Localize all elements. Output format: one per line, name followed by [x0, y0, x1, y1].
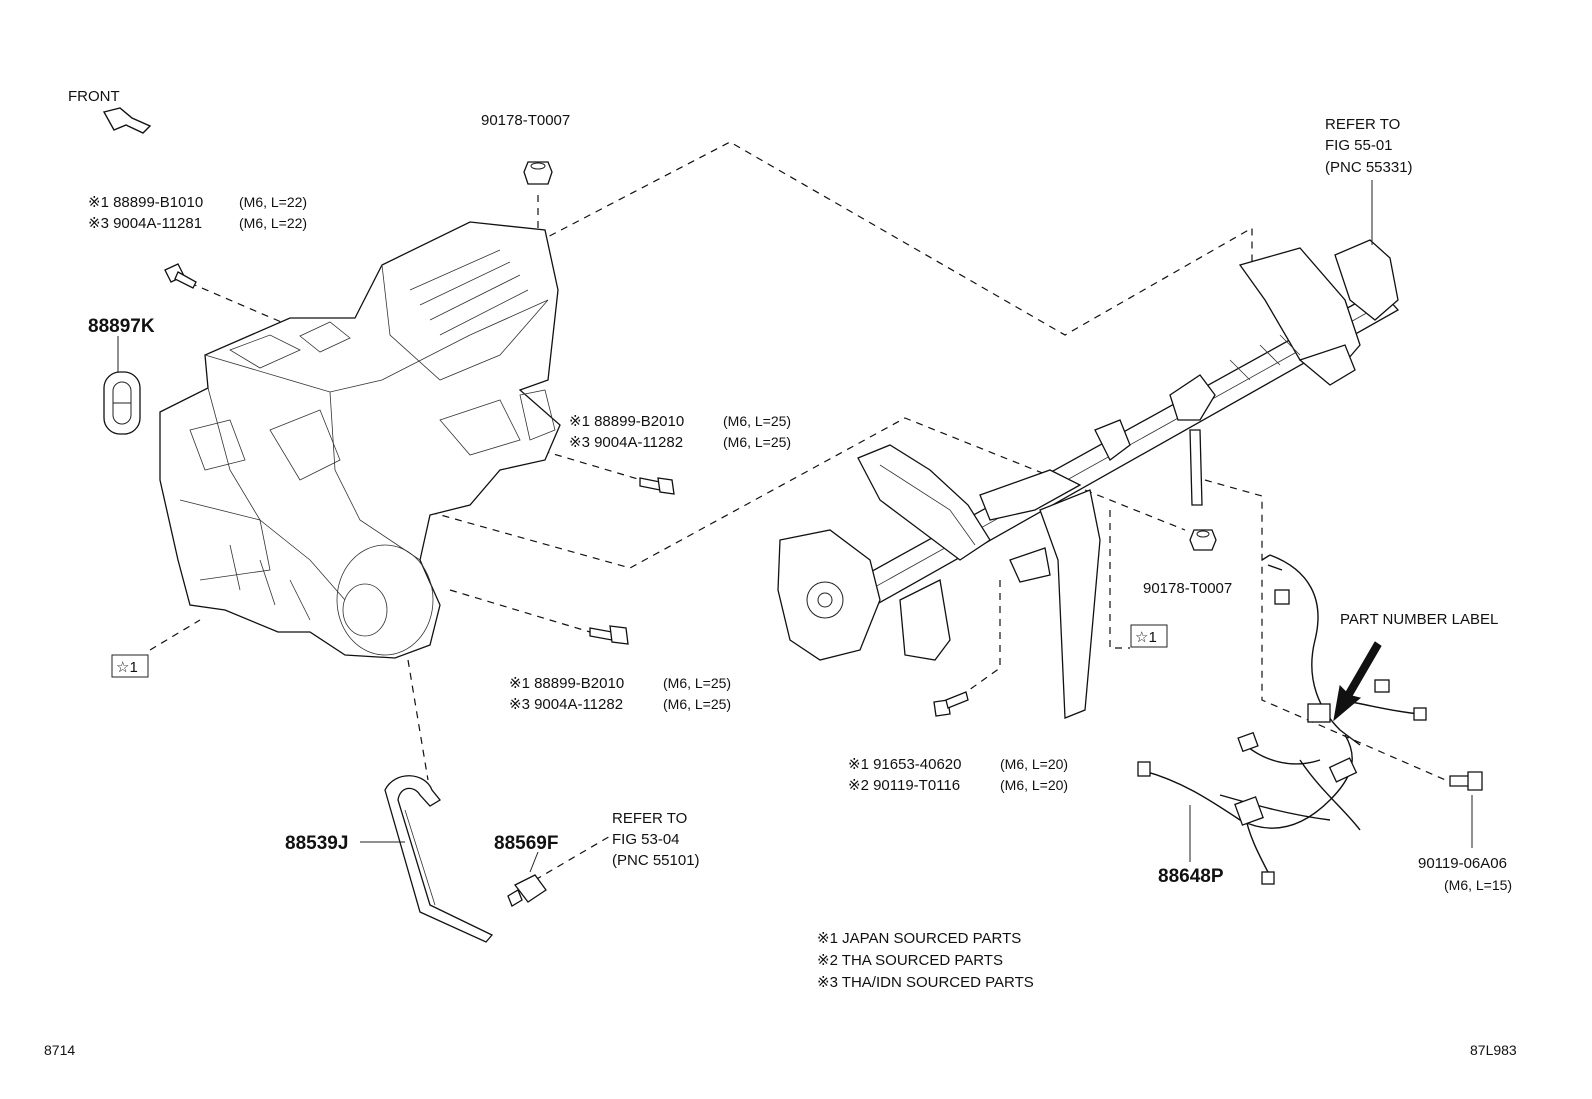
- bolt-low-a-label: ※1 88899-B2010: [509, 675, 624, 692]
- front-indicator: FRONT: [68, 88, 152, 134]
- bolt-left-icon: [164, 263, 197, 289]
- bolt-left-a-label: ※1 88899-B1010: [88, 194, 203, 211]
- bolt-bottom-b-spec: (M6, L=20): [1000, 777, 1068, 793]
- star-marker-left: ☆1: [111, 654, 149, 678]
- bolt-right-label: 90119-06A06: [1418, 855, 1507, 872]
- nut-top-icon: [523, 161, 553, 185]
- bolt-left-a-spec: (M6, L=22): [239, 194, 307, 210]
- bolt-bottom-a-label: ※1 91653-40620: [848, 756, 962, 773]
- bolt-mid-b-label: ※3 9004A-11282: [569, 434, 683, 451]
- bolt-mid-icon: [639, 477, 675, 495]
- hose-label: 88539J: [285, 833, 348, 854]
- wire-harness: [1137, 554, 1427, 885]
- nut-top-label: 90178-T0007: [481, 112, 570, 129]
- leader-lines: [149, 141, 1451, 881]
- bolt-bottom-b-label: ※2 90119-T0116: [848, 777, 960, 794]
- nut-right-label: 90178-T0007: [1143, 580, 1232, 597]
- solid-leaders: [117, 180, 1473, 873]
- grommet-part: [103, 371, 141, 435]
- part-number-label-tag: [1307, 703, 1331, 723]
- bolt-mid-a-label: ※1 88899-B2010: [569, 413, 684, 430]
- bolt-low-b-spec: (M6, L=25): [663, 696, 731, 712]
- svg-text:☆1: ☆1: [1135, 629, 1157, 646]
- ref-fig55-line1: REFER TO: [1325, 116, 1400, 133]
- part-number-label-text: PART NUMBER LABEL: [1340, 611, 1498, 628]
- ref-fig53-line2: FIG 53-04: [612, 831, 680, 848]
- footer-left-code: 8714: [44, 1042, 75, 1058]
- ref-fig53-line1: REFER TO: [612, 810, 687, 827]
- bolt-low-a-spec: (M6, L=25): [663, 675, 731, 691]
- bolt-left-b-label: ※3 9004A-11281: [88, 215, 202, 232]
- bolt-mid-a-spec: (M6, L=25): [723, 413, 791, 429]
- sourcing-notes: ※1 JAPAN SOURCED PARTS ※2 THA SOURCED PA…: [817, 930, 1034, 991]
- sensor-label: 88569F: [494, 833, 558, 854]
- hvac-unit: [159, 221, 561, 659]
- ref-fig55-line2: FIG 55-01: [1325, 137, 1393, 154]
- grommet-label: 88897K: [88, 316, 155, 337]
- front-label: FRONT: [68, 88, 120, 105]
- ref-fig53-line3: (PNC 55101): [612, 852, 700, 869]
- bolt-right-icon: [1449, 771, 1483, 791]
- instrument-panel-reinforcement: [777, 239, 1400, 719]
- star-marker-right: ☆1: [1130, 624, 1168, 648]
- harness-label: 88648P: [1158, 866, 1224, 887]
- svg-text:☆1: ☆1: [116, 659, 138, 676]
- nut-right-icon: [1189, 529, 1217, 551]
- bolt-low-b-label: ※3 9004A-11282: [509, 696, 623, 713]
- hose-part: [384, 775, 494, 943]
- callout-labels: 90178-T0007 ※1 88899-B1010 (M6, L=22) ※3…: [88, 112, 1512, 893]
- label-arrow-icon: [1333, 641, 1382, 722]
- note-3: ※3 THA/IDN SOURCED PARTS: [817, 974, 1034, 991]
- note-2: ※2 THA SOURCED PARTS: [817, 952, 1003, 969]
- bolt-bottom-icon: [933, 691, 969, 717]
- footer-right-code: 87L983: [1470, 1042, 1517, 1058]
- sensor-part: [507, 874, 547, 907]
- bolt-right-spec: (M6, L=15): [1444, 877, 1512, 893]
- note-1: ※1 JAPAN SOURCED PARTS: [817, 930, 1021, 947]
- bolt-low-icon: [589, 625, 629, 645]
- bolt-mid-b-spec: (M6, L=25): [723, 434, 791, 450]
- bolt-left-b-spec: (M6, L=22): [239, 215, 307, 231]
- front-arrow-icon: [102, 107, 152, 134]
- bolt-bottom-a-spec: (M6, L=20): [1000, 756, 1068, 772]
- ref-fig55-line3: (PNC 55331): [1325, 159, 1413, 176]
